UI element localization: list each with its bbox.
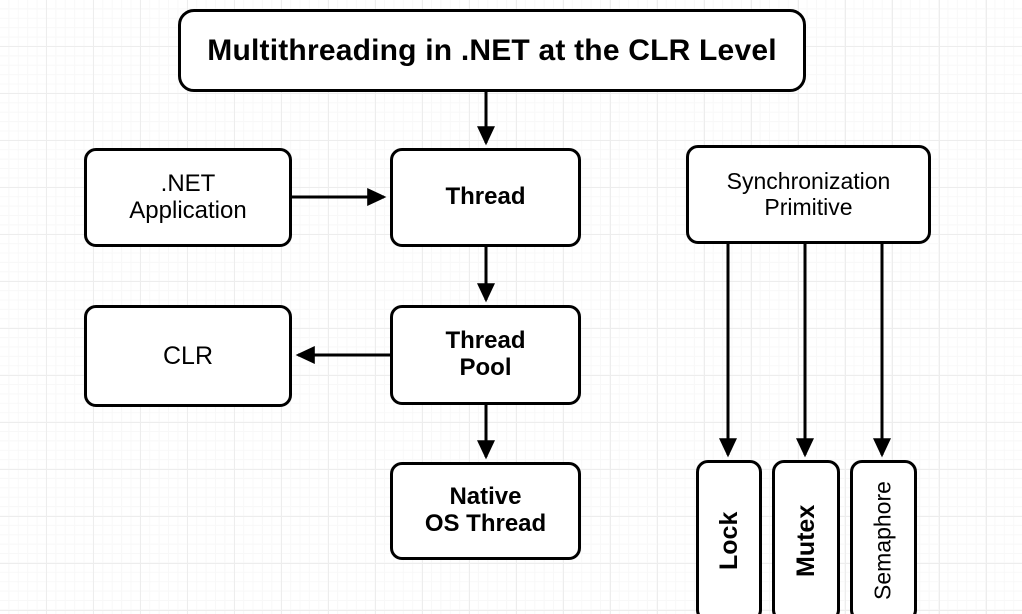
node-thread: Thread [390,148,581,247]
node-synchronization-primitive: Synchronization Primitive [686,145,931,244]
node-thread-pool: Thread Pool [390,305,581,405]
node-dotnet-application: .NET Application [84,148,292,247]
node-lock: Lock [696,460,762,614]
node-mutex: Mutex [772,460,840,614]
diagram-title-box: Multithreading in .NET at the CLR Level [178,9,806,92]
node-clr: CLR [84,305,292,407]
node-semaphore: Semaphore [850,460,917,614]
node-native-os-thread: Native OS Thread [390,462,581,560]
